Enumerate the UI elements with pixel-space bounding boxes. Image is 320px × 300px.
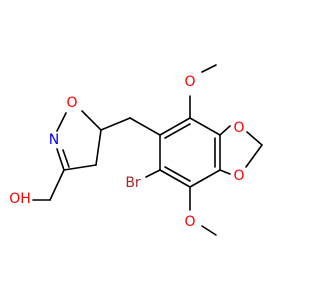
bond-ch2-c5 [100,117,131,131]
bond-n-c3 [56,148,65,171]
bond-c5-o [81,110,102,131]
bond-ring-4b [164,166,191,182]
bond-c-br [145,169,161,178]
atom-bromine: Br [125,175,141,191]
bond-n-c3b [62,149,70,168]
bond-dioxole-2 [246,131,263,146]
structure-canvas: O O O O Br O N OH [9,64,263,236]
bond-dioxole-1 [219,125,231,136]
atom-o-dioxole-upper: O [233,120,244,136]
bond-ring-ch2 [129,117,161,136]
bond-o-n [56,112,67,132]
atom-o-methoxy-bottom: O [184,214,195,230]
bond-ring-3 [189,169,221,188]
atom-labels: O O O O Br O N OH [9,74,244,230]
bond-c3-ch2 [49,169,65,201]
atom-hydroxyl: OH [9,191,31,207]
bond-ring-6 [159,117,191,136]
atom-o-methoxy-top: O [184,74,195,90]
bond-ring-1 [189,117,221,136]
bond-methyl-top [201,64,217,73]
bond-methyl-bottom [201,225,217,236]
bond-ring-4 [159,169,191,188]
atom-o-isoxazoline: O [66,95,77,111]
bond-c3-c4 [63,164,97,171]
atom-o-dioxole-lower: O [233,168,244,184]
bond-ring-6b [164,123,191,139]
atom-n-isoxazoline: N [49,132,59,148]
bond-dioxole-4 [219,169,231,175]
bond-c4-c5 [95,129,102,166]
bond-dioxole-3 [245,144,263,168]
bonds [32,64,263,236]
molecule-structure: O O O O Br O N OH [9,64,263,236]
